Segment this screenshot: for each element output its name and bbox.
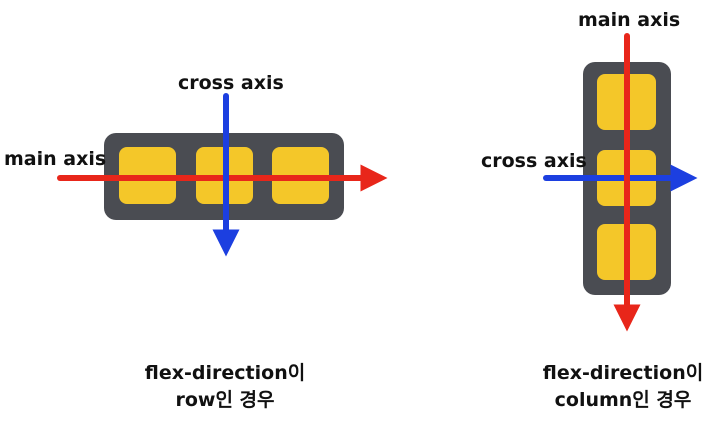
row-main-axis-label: main axis — [4, 148, 107, 170]
column-caption: flex-direction이 column인 경우 — [528, 360, 718, 414]
row-caption-line2: row인 경우 — [175, 389, 275, 411]
column-diagram — [543, 33, 698, 332]
row-diagram — [57, 93, 388, 257]
column-caption-line1: flex-direction이 — [542, 362, 704, 384]
column-caption-line2: column인 경우 — [554, 389, 692, 411]
row-cross-axis-label: cross axis — [178, 72, 284, 94]
row-caption-line1: flex-direction이 — [144, 362, 306, 384]
column-cross-axis-label: cross axis — [481, 150, 587, 172]
column-main-axis-label: main axis — [578, 9, 681, 31]
row-caption: flex-direction이 row인 경우 — [120, 360, 330, 414]
